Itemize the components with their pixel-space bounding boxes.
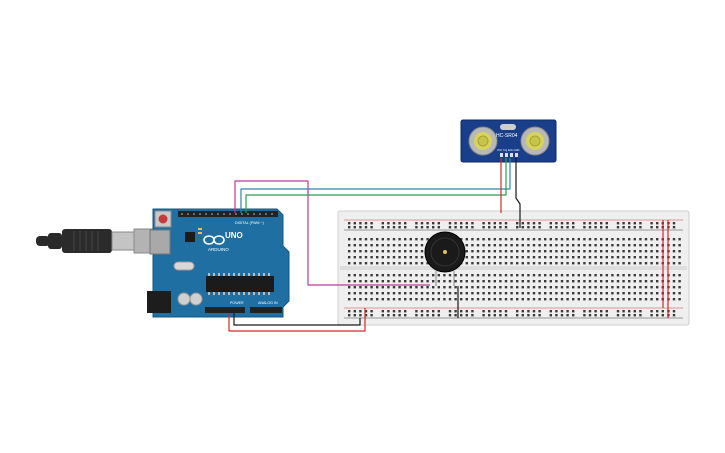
reset-button-cap xyxy=(158,214,168,224)
svg-text:GND: GND xyxy=(514,149,520,152)
sensor-model-label: HC-SR04 xyxy=(496,133,518,139)
wire-sensor-gnd[interactable] xyxy=(515,158,521,228)
arduino-logo-icon xyxy=(203,235,225,245)
power-pin-header[interactable] xyxy=(205,307,245,313)
sensor-crystal xyxy=(500,124,516,130)
ultrasonic-sensor[interactable]: HC-SR04 VCC Trig Echo GND xyxy=(460,119,557,163)
atmega-chip xyxy=(206,276,274,292)
usb-cable[interactable] xyxy=(36,228,171,254)
svg-text:VCC: VCC xyxy=(497,149,502,152)
sensor-transducer-left xyxy=(468,126,498,156)
capacitor-1 xyxy=(177,292,191,306)
analog-header-label: ANALOG IN xyxy=(258,301,278,305)
led-indicator xyxy=(198,228,202,230)
wire-green[interactable] xyxy=(245,158,507,213)
buzzer-ring xyxy=(430,237,460,267)
wires xyxy=(228,158,669,332)
usb-cable-grip xyxy=(73,231,99,251)
sensor-transducer-right xyxy=(520,126,550,156)
usb-b-port xyxy=(149,229,171,255)
analog-pin-header[interactable] xyxy=(250,307,282,313)
wire-power-5v[interactable] xyxy=(228,308,366,332)
breadboard-center-channel xyxy=(340,266,687,270)
arduino-brand-label: ARDUINO xyxy=(208,247,229,252)
breadboard[interactable] xyxy=(337,210,690,326)
svg-text:Echo: Echo xyxy=(508,149,514,152)
wire-magenta[interactable] xyxy=(234,180,430,286)
buzzer-hole xyxy=(443,250,447,254)
dc-power-jack xyxy=(147,291,171,313)
digital-header-label: DIGITAL (PWM ~) xyxy=(235,221,264,225)
capacitor-2 xyxy=(189,292,203,306)
wire-teal[interactable] xyxy=(240,158,511,213)
wire-power-gnd[interactable] xyxy=(233,313,361,326)
usb-cable-strain xyxy=(48,233,62,249)
digital-pin-header[interactable] xyxy=(178,211,278,217)
sensor-pin-labels: VCC Trig Echo GND xyxy=(497,149,520,152)
atmega-chip-pins xyxy=(208,273,270,295)
usb-cable-body xyxy=(62,229,112,253)
usb-cable-tail xyxy=(36,236,50,246)
sensor-pins xyxy=(500,153,518,157)
led-indicator-2 xyxy=(198,232,202,234)
svg-text:Trig: Trig xyxy=(503,149,508,152)
usb-plug xyxy=(111,231,135,251)
piezo-buzzer[interactable] xyxy=(424,231,466,286)
digital-pin-holes xyxy=(181,213,273,215)
arduino-uno-board[interactable]: UNO ARDUINO DIGITAL (PWM ~) POWER ANALOG… xyxy=(147,208,290,318)
crystal-oscillator xyxy=(173,261,195,271)
arduino-model-label: UNO xyxy=(225,231,243,240)
power-header-label: POWER xyxy=(230,301,244,305)
usb-controller-chip xyxy=(185,232,195,242)
